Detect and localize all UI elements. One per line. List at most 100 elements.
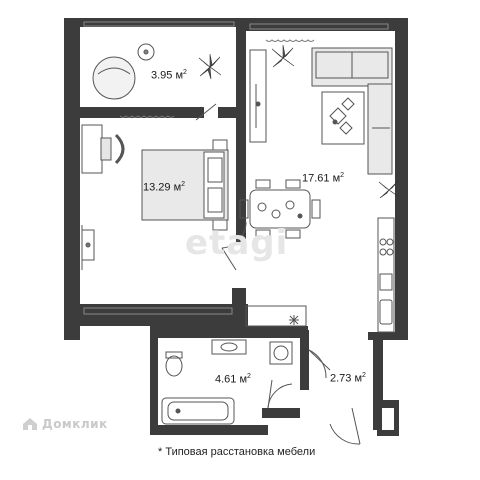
kitchen-plant-icon [378,180,400,199]
sink [379,299,393,325]
living-kitchen-area-label: 17.61 м2 [302,172,344,185]
window-living [249,23,389,30]
shelf [245,305,307,327]
leaf [272,57,284,68]
stove-burner [379,248,387,256]
washing-machine-drum [273,345,289,361]
leaf [209,53,213,68]
balcony-plant-icon [198,53,222,80]
logo-door [28,425,32,430]
area-unit-power: 2 [340,172,345,179]
stove-burner [386,238,394,246]
bath-door-leaf [267,379,273,409]
area-unit-power: 2 [247,373,251,380]
wall-bath-right-stub [262,408,300,418]
living-kitchen-area: 17.61 м [302,172,341,185]
curtain [265,39,315,42]
round-chair [92,56,136,100]
wall-bedroom-bottom [64,304,248,326]
wall-bath-bottom [150,425,268,435]
wall-bath-left [150,338,158,430]
dining-table [249,189,311,229]
round-chair-seam [97,67,131,75]
hall-door-leaf [308,349,331,371]
rug [321,91,365,145]
leaf [388,189,400,198]
pillow [207,157,223,183]
living-furniture [239,39,395,333]
side-table [137,43,155,61]
door-leaf [221,247,237,271]
oven [379,273,393,291]
entry-door-arc [329,423,361,445]
bathroom-area: 4.61 м [215,373,248,386]
tv-stand [81,229,95,261]
wall-bedroom-right-lower [232,288,246,328]
bedroom-area-label: 13.29 м2 [143,181,185,194]
bath-sink [211,339,247,355]
dining-chair [239,199,249,219]
plate [285,200,295,210]
leaf [209,56,221,68]
wall-balcony-bottom [64,107,204,118]
domclick-logo-text: Домклик [42,417,108,431]
cup [297,213,303,219]
leaf [282,47,294,59]
wall-balcony-bottom-right [218,107,246,118]
curtain [119,115,175,118]
bath-door-arc [267,383,293,409]
stove-burner [386,248,394,256]
rug-pattern [329,97,355,135]
hallway-area-label: 2.73 м2 [330,372,366,385]
flake-stroke [289,315,299,325]
domclick-logo-icon [23,418,37,430]
snowflake-icon [289,315,299,325]
nightstand [212,139,228,151]
door-swing-arc [221,221,247,249]
leaf [379,189,390,199]
leaf [282,44,286,59]
domclick-logo: Домклик [22,417,108,431]
hallway-area: 2.73 м [330,372,363,385]
wall-bath-right [300,330,309,390]
rug-dot [332,119,338,125]
watermark: etagi [185,223,289,263]
entry-door-leaf [351,407,361,445]
furniture-footnote: * Типовая расстановка мебели [158,446,316,458]
leaf [271,48,284,59]
balcony-area: 3.95 м [151,69,184,82]
area-unit-power: 2 [183,69,187,76]
leaf [209,66,222,76]
wall-partition-center [236,18,246,243]
area-unit-power: 2 [362,372,366,379]
window-bedroom [83,307,233,315]
entry-niche [382,408,394,430]
dining-chair [285,179,301,189]
stove-burner [379,238,387,246]
leaf [207,66,212,80]
desk-chair [114,133,125,165]
leaf [388,180,399,191]
balcony-furniture [92,43,155,100]
laptop [100,137,112,161]
dining-chair [311,199,321,219]
sofa-cushion [351,51,389,79]
tv-cabinet [249,49,267,143]
dining-chair [255,229,271,239]
logo-house [23,418,37,430]
desk [81,124,103,174]
wall-hall-right [373,338,383,430]
bathtub-drain [175,408,181,414]
tv-dot [85,242,91,248]
dining-chair [255,179,271,189]
bedroom-area: 13.29 м [143,181,182,194]
toilet-tank [165,351,183,359]
area-unit-power: 2 [181,181,186,188]
bedroom-furniture [81,115,229,270]
hallway-doors [308,349,361,445]
dining-chair [285,229,301,239]
nightstand [212,219,228,231]
window-balcony [83,21,235,27]
balcony-door-leaf [195,103,217,121]
plate [257,202,267,212]
